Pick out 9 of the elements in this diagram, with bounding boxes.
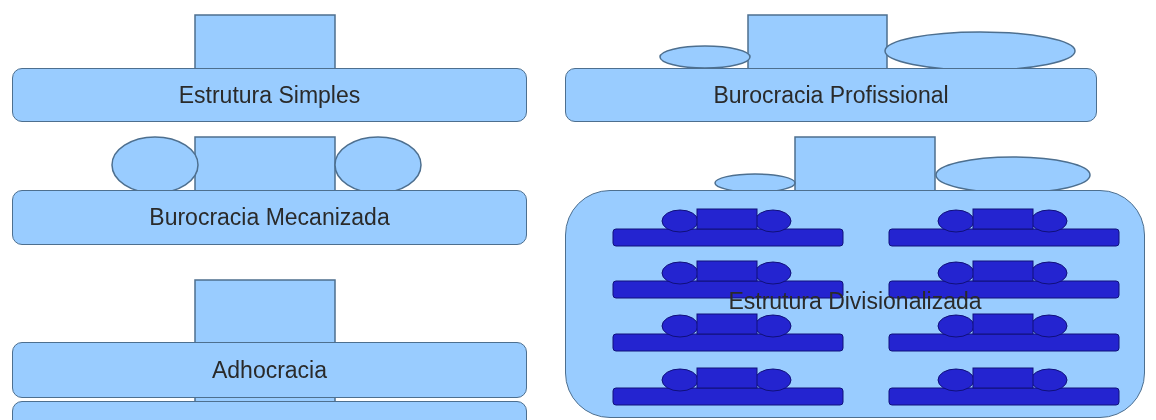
structure-box: [12, 190, 527, 245]
structure-box: [12, 342, 527, 398]
structure-label: Burocracia Profissional: [713, 81, 949, 109]
structure-box: [565, 68, 1097, 122]
structure-label: Estrutura Simples: [178, 81, 361, 109]
structure-box: [565, 190, 1145, 418]
structure-box: [12, 68, 527, 122]
structure-label: Adhocracia: [211, 356, 328, 384]
structure-label: Burocracia Mecanizada: [149, 204, 390, 231]
